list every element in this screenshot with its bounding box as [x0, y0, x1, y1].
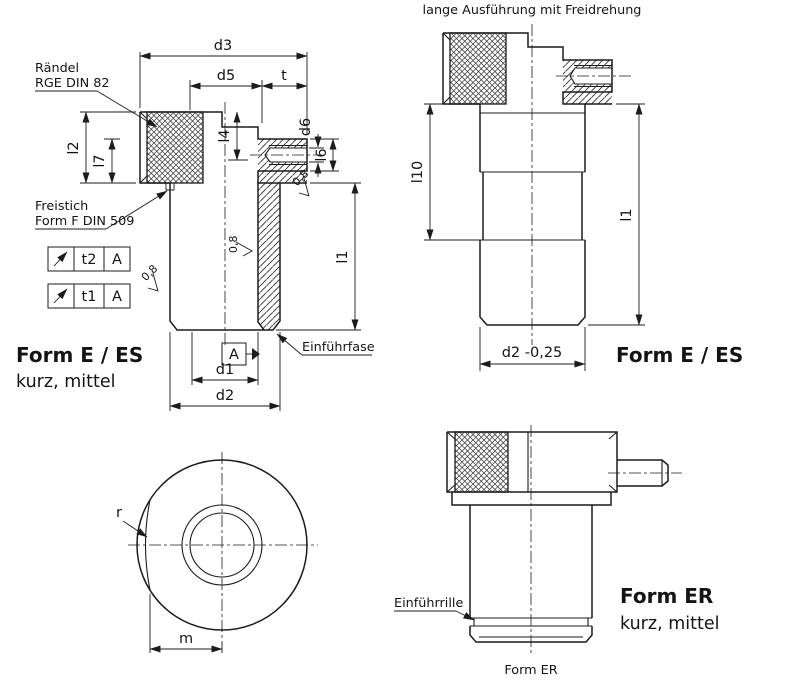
roughness-mark: 0,8: [139, 262, 161, 292]
callout-text: Freistich: [35, 199, 88, 214]
datum-a: A: [221, 342, 260, 366]
callout-text: Rändel: [35, 61, 79, 76]
roughness-mark: 0,8: [227, 236, 253, 257]
dimensions: d3 d5 t l2 l7 l4 d6 l6 l1 d1 d2: [66, 38, 361, 411]
outer-diameter-circle: [136, 459, 308, 631]
dim-label-d5: d5: [217, 68, 235, 84]
radial-hole: [569, 67, 612, 85]
dim-label-l6: l6: [314, 148, 330, 161]
runout-icon: [53, 251, 68, 267]
freistich-notch: [165, 183, 175, 191]
dim-label-d6: d6: [298, 118, 314, 136]
dim-label-d2: d2: [216, 388, 234, 404]
knurl-texture: [146, 111, 204, 184]
roughness-icon: [235, 241, 253, 257]
dim-label-d3: d3: [214, 38, 232, 54]
callout-text: Form F DIN 509: [35, 214, 134, 229]
callout-freistich: Freistich Form F DIN 509: [35, 190, 168, 230]
dim-label-t: t: [281, 68, 287, 84]
chamfer-circle: [189, 512, 255, 578]
datum-triangle-icon: [252, 348, 260, 360]
runout-icon: [53, 288, 68, 304]
part-outline: [446, 425, 682, 655]
knurl-texture: [449, 32, 507, 105]
form-title: Form E / ES: [616, 343, 743, 367]
callout-text: Einführfase: [302, 340, 375, 355]
callout-einfuehrfase: Einführfase: [276, 333, 375, 356]
einfuehrrille-groove: [470, 617, 592, 627]
flange-outline: [451, 492, 612, 506]
callout-raendel: Rändel RGE DIN 82: [35, 61, 158, 128]
tolerance-frame-t1: t1 A: [47, 283, 131, 309]
form-title: Form ER: [620, 584, 713, 608]
form-subtitle: kurz, mittel: [620, 614, 719, 634]
tolerance-frame-t2: t2 A: [47, 246, 131, 272]
roughness-icon: [298, 178, 310, 197]
part-outline: [442, 24, 634, 345]
pin-outline: [617, 459, 669, 487]
callout-text: RGE DIN 82: [35, 76, 110, 91]
section-hatch-head: [258, 139, 307, 183]
roughness-value: 0,8: [227, 236, 240, 254]
dim-label-l1: l1: [619, 208, 635, 221]
figure-title: lange Ausführung mit Freidrehung: [423, 3, 642, 18]
dim-label-l10: l10: [410, 161, 426, 183]
dim-label-r: r: [116, 505, 122, 521]
callout-text: Einführrille: [394, 596, 463, 611]
dim-label-l1: l1: [335, 250, 351, 263]
tolerance-datum: A: [112, 289, 122, 305]
roughness-value: 0,8: [139, 262, 161, 284]
body-outline: [479, 104, 586, 326]
freidrehung-relief: [480, 171, 585, 241]
figure-front-view: r m: [116, 452, 318, 653]
figure-form-e-es-long: lange Ausführung mit Freidrehung l10 l1 …: [410, 3, 743, 371]
figure-form-e-es-section: d3 d5 t l2 l7 l4 d6 l6 l1 d1 d2 A t2 A: [16, 38, 375, 411]
dim-label-l2: l2: [66, 141, 82, 154]
dim-label-d2-tol: d2 -0,25: [502, 345, 563, 361]
form-subtitle: kurz, mittel: [16, 372, 115, 392]
knurl-texture: [454, 431, 509, 493]
callout-einfuehrrille: Einführrille: [394, 596, 475, 621]
body-outline: [469, 505, 593, 643]
figure-caption: Form ER: [504, 663, 557, 678]
dim-label-m: m: [179, 631, 193, 647]
dim-label-l4: l4: [217, 129, 233, 142]
section-hatch-body: [258, 183, 280, 330]
bore-circle: [181, 504, 263, 586]
datum-a-label: A: [229, 347, 239, 363]
dimensions: l10 l1 d2 -0,25: [410, 103, 645, 371]
relief-arc: [144, 499, 151, 591]
dimensions: r m: [116, 505, 223, 653]
figure-form-er: Einführrille Form ER kurz, mittel Form E…: [394, 425, 719, 678]
roughness-icon: [147, 273, 159, 292]
section-hatch-head: [563, 60, 612, 104]
tolerance-value: t1: [82, 289, 97, 305]
tolerance-value: t2: [82, 252, 97, 268]
bore-wall: [257, 183, 265, 331]
tolerance-datum: A: [112, 252, 122, 268]
dim-label-l7: l7: [92, 154, 108, 167]
dim-label-d1: d1: [216, 362, 234, 378]
form-title: Form E / ES: [16, 343, 143, 367]
